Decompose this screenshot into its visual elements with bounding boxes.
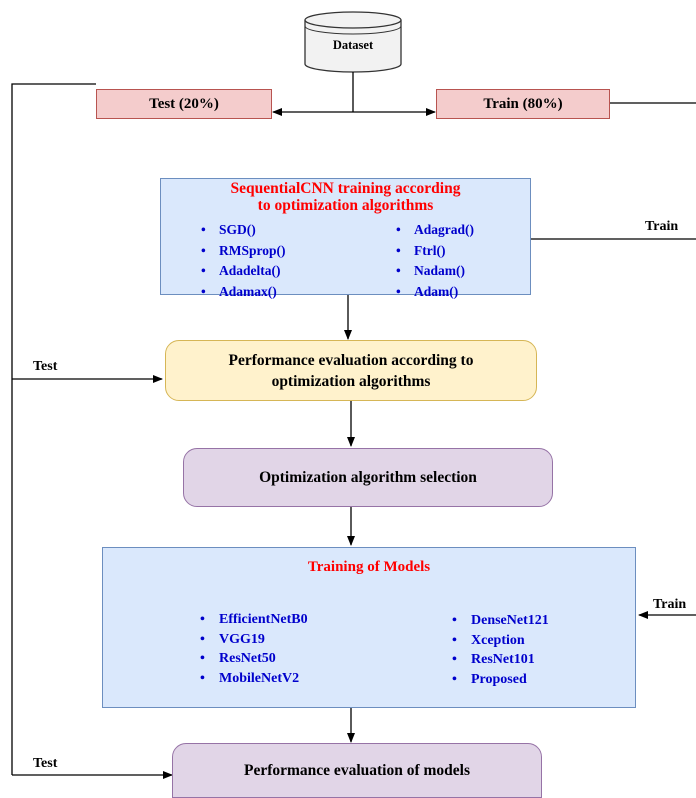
model-item: Proposed <box>449 670 549 690</box>
model-item: ResNet50 <box>197 649 308 669</box>
performance-opt-line2: optimization algorithms <box>271 372 431 390</box>
model-item: Xception <box>449 631 549 651</box>
sequential-title-line2: to optimization algorithms <box>257 197 434 214</box>
optimizer-item: Ftrl() <box>394 241 474 262</box>
performance-opt-line1: Performance evaluation according to <box>228 351 474 369</box>
model-item: VGG19 <box>197 630 308 650</box>
model-list-left: EfficientNetB0 VGG19 ResNet50 MobileNetV… <box>197 610 308 688</box>
dataset-label: Dataset <box>332 38 374 52</box>
training-models-box: Training of Models EfficientNetB0 VGG19 … <box>102 547 636 708</box>
test-split-box: Test (20%) <box>96 89 272 119</box>
model-item: ResNet101 <box>449 650 549 670</box>
algorithm-selection-box: Optimization algorithm selection <box>183 448 553 507</box>
optimizer-item: Nadam() <box>394 261 474 282</box>
test-edge-label-2: Test <box>33 756 58 771</box>
sequential-cnn-box: SequentialCNN training according to opti… <box>160 178 531 302</box>
optimizer-item: Adamax() <box>199 282 286 303</box>
optimizer-item: Adam() <box>394 282 474 303</box>
train-split-box: Train (80%) <box>436 89 610 119</box>
test-edge-label-1: Test <box>33 359 58 374</box>
optimizer-list-left: SGD() RMSprop() Adadelta() Adamax() <box>199 220 286 302</box>
sequential-title-line1: SequentialCNN training according <box>230 180 461 197</box>
dataset-cylinder-icon <box>304 11 402 73</box>
train-edge-label-2: Train <box>653 597 687 612</box>
train-edge-label-1: Train <box>645 219 679 234</box>
model-item: MobileNetV2 <box>197 669 308 689</box>
optimizer-item: Adadelta() <box>199 261 286 282</box>
model-list-right: DenseNet121 Xception ResNet101 Proposed <box>449 611 549 689</box>
training-models-title: Training of Models <box>307 559 431 575</box>
optimizer-item: SGD() <box>199 220 286 241</box>
optimizer-item: Adagrad() <box>394 220 474 241</box>
optimizer-item: RMSprop() <box>199 241 286 262</box>
optimizer-list-right: Adagrad() Ftrl() Nadam() Adam() <box>394 220 474 302</box>
test-bus-line <box>11 83 96 775</box>
performance-models-box: Performance evaluation of models <box>172 743 542 798</box>
sequential-cnn-title: SequentialCNN training according to opti… <box>161 180 530 214</box>
model-item: DenseNet121 <box>449 611 549 631</box>
model-item: EfficientNetB0 <box>197 610 308 630</box>
performance-opt-box: Performance evaluation according to opti… <box>165 340 537 401</box>
